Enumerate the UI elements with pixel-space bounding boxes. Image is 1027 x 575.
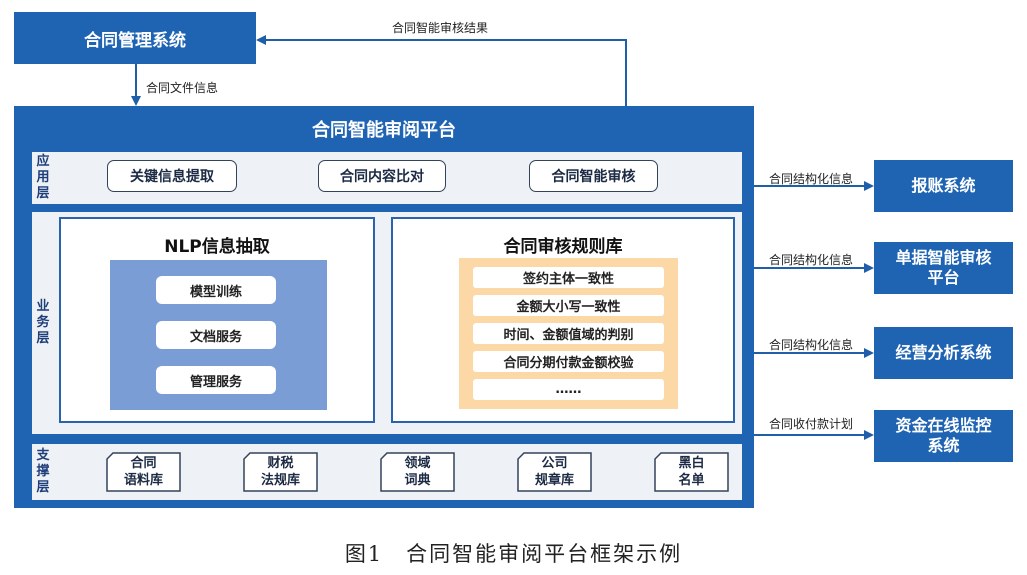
fund-monitoring-system: 资金在线监控系统	[874, 410, 1013, 462]
rules-title: 合同审核规则库	[503, 237, 623, 257]
support-corpus: 合同语料库	[123, 456, 163, 488]
business-layer-label: 业务层	[36, 299, 50, 346]
output-flow-label-4: 合同收付款计划	[769, 417, 854, 431]
output-flow-label-3: 合同结构化信息	[769, 338, 854, 352]
expense-system: 报账系统	[874, 160, 1013, 212]
rule-more: ……	[473, 379, 664, 400]
rule-amount-case-consistency: 金额大小写一致性	[473, 295, 664, 316]
support-tax-law: 财税法规库	[260, 456, 300, 488]
platform-title: 合同智能审阅平台	[312, 120, 456, 141]
file-flow-label: 合同文件信息	[146, 81, 219, 95]
support-company-rules: 公司规章库	[534, 456, 574, 488]
key-info-extraction: 关键信息提取	[107, 160, 237, 192]
rule-installment-check: 合同分期付款金额校验	[473, 351, 664, 372]
output-flow-label-1: 合同结构化信息	[769, 172, 854, 186]
output-flow-label-2: 合同结构化信息	[769, 253, 854, 267]
result-arrow	[256, 35, 627, 106]
business-analysis-system: 经营分析系统	[874, 327, 1013, 379]
figure-caption: 图1 合同智能审阅平台框架示例	[344, 542, 683, 566]
management-service: 管理服务	[156, 366, 276, 394]
contract-smart-review: 合同智能审核	[529, 160, 658, 192]
result-flow-label: 合同智能审核结果	[392, 21, 489, 35]
model-training: 模型训练	[156, 276, 276, 304]
document-review-platform: 单据智能审核平台	[874, 242, 1013, 294]
contract-management-system: 合同管理系统	[14, 12, 256, 64]
rule-party-consistency: 签约主体一致性	[473, 267, 664, 288]
nlp-title: NLP信息抽取	[164, 237, 270, 257]
support-layer-label: 支撑层	[36, 448, 50, 495]
support-blacklist: 黑白名单	[678, 456, 705, 488]
contract-content-compare: 合同内容比对	[318, 160, 446, 192]
application-layer-label: 应用层	[36, 154, 50, 201]
document-service: 文档服务	[156, 321, 276, 349]
rule-time-amount-range: 时间、金额值域的判别	[473, 323, 664, 344]
support-domain-dict: 领域词典	[404, 456, 431, 488]
